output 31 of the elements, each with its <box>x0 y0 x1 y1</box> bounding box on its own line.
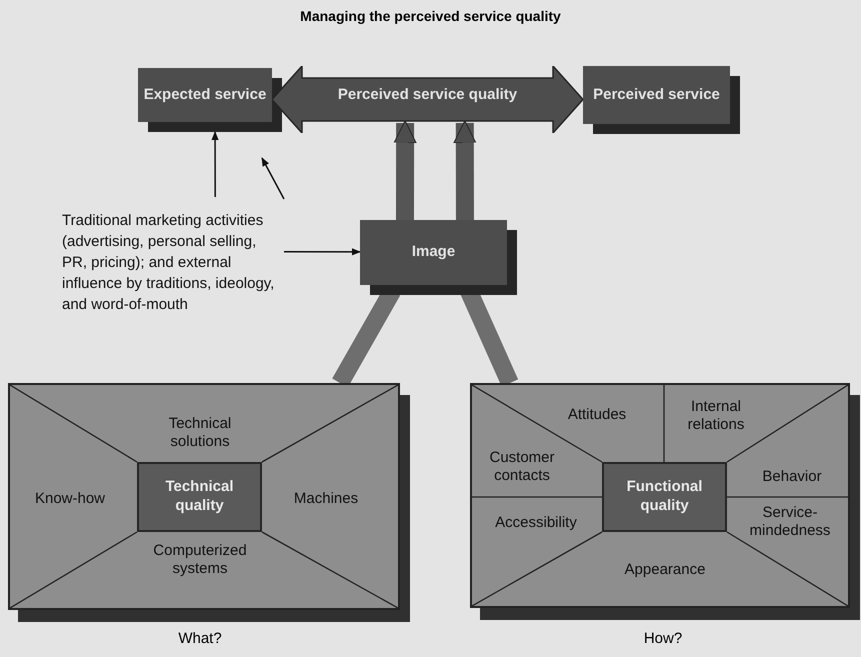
process-box <box>583 66 730 124</box>
arrow <box>261 157 285 200</box>
box-label: Expected service <box>144 86 266 104</box>
region-label: Internal relations <box>671 396 761 436</box>
region-label: Machines <box>276 489 376 509</box>
region-label: Behavior <box>747 467 837 487</box>
region-label: Technical solutions <box>150 413 250 453</box>
region-label: Accessibility <box>476 513 596 533</box>
process-box <box>138 68 272 122</box>
quality-core-box <box>137 462 262 532</box>
arrow <box>284 248 361 256</box>
region-label: Computerized systems <box>130 540 270 580</box>
panel-caption: What? <box>177 630 223 647</box>
region-label: Service-mindedness <box>735 502 845 542</box>
thick-arrow <box>394 120 417 220</box>
process-box <box>360 220 507 285</box>
diagram-title: Managing the perceived service quality <box>299 8 562 24</box>
box-label: Image <box>412 243 456 262</box>
box-label: Technical quality <box>164 478 235 516</box>
box-label: Perceived service <box>593 86 720 104</box>
region-label: Know-how <box>20 489 120 509</box>
box-label: Perceived service quality <box>338 86 518 103</box>
panel-caption: How? <box>642 630 684 647</box>
double-arrow-banner <box>272 66 583 133</box>
thick-arrow <box>453 120 476 220</box>
region-label: Customer contacts <box>480 447 564 487</box>
region-label: Appearance <box>605 560 725 580</box>
box-label: Functional quality <box>626 478 704 516</box>
quality-core-box <box>602 462 727 532</box>
annotation-text: Traditional marketing activities (advertising, personal selling, PR, pricing); and external influence by traditions, ideology, and word-of-mouth <box>62 195 284 330</box>
region-label: Attitudes <box>552 405 642 425</box>
